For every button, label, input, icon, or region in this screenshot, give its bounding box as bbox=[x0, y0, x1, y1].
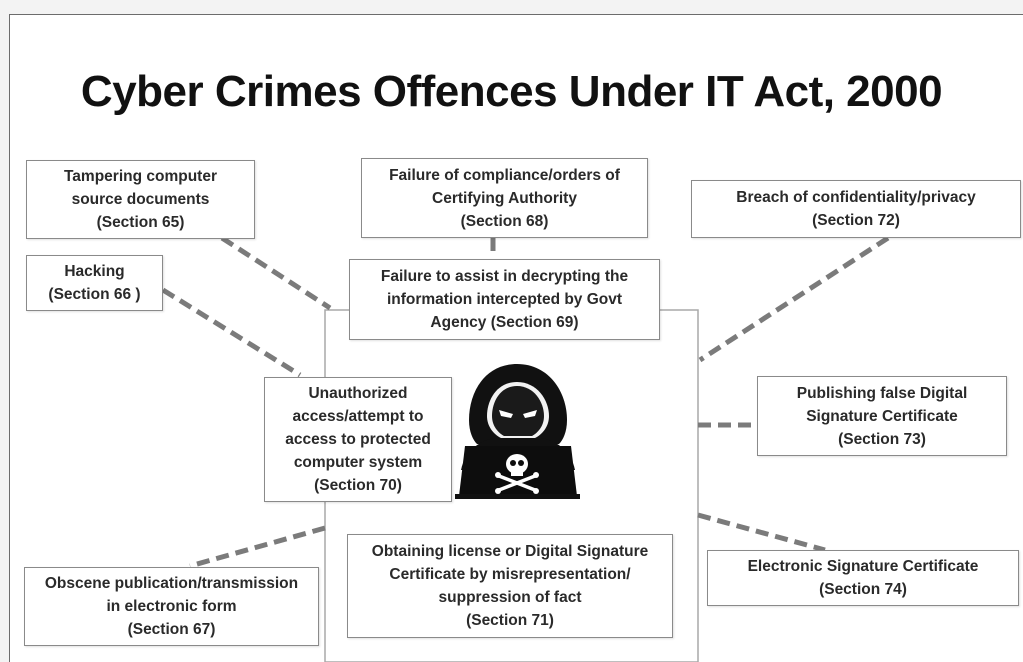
connector-s67 bbox=[189, 525, 326, 569]
box-s70-line4: computer system bbox=[293, 454, 423, 471]
box-s70-section: (Section 70) bbox=[314, 477, 402, 494]
box-s72-section: (Section 72) bbox=[812, 212, 900, 229]
box-section-70: Unauthorized access/attempt to access to… bbox=[264, 377, 452, 502]
box-s68-section: (Section 68) bbox=[460, 212, 549, 230]
connector-s74 bbox=[697, 512, 826, 553]
image-top-edge bbox=[0, 0, 1023, 15]
box-s65-line2: source documents bbox=[71, 191, 210, 208]
connector-s72 bbox=[698, 235, 890, 363]
box-s65-line1: Tampering computer bbox=[63, 168, 217, 185]
box-s70-line3: access to protected bbox=[285, 431, 431, 448]
box-s73-line2: Signature Certificate bbox=[806, 407, 958, 425]
box-s68-line1: Failure of compliance/orders of bbox=[389, 166, 620, 184]
box-s70-line1: Unauthorized bbox=[308, 385, 408, 402]
box-s68-line2: Certifying Authority bbox=[432, 189, 577, 207]
box-s71-line3: suppression of fact bbox=[438, 589, 582, 606]
box-section-71: Obtaining license or Digital Signature C… bbox=[347, 534, 673, 638]
box-s71-section: (Section 71) bbox=[466, 612, 554, 629]
connector-s66 bbox=[161, 287, 302, 378]
box-s70-line2: access/attempt to bbox=[292, 408, 424, 425]
box-s67-line1: Obscene publication/transmission bbox=[44, 575, 299, 592]
box-section-69: Failure to assist in decrypting the info… bbox=[349, 259, 660, 340]
box-s69-line2: information intercepted by Govt bbox=[386, 291, 623, 308]
diagram-title: Cyber Crimes Offences Under IT Act, 2000 bbox=[80, 67, 943, 116]
box-s69-line1: Failure to assist in decrypting the bbox=[380, 268, 629, 285]
box-section-73: Publishing false Digital Signature Certi… bbox=[757, 376, 1007, 456]
box-s72-line1: Breach of confidentiality/privacy bbox=[736, 189, 976, 206]
box-s66-line1: Hacking bbox=[64, 263, 125, 280]
box-section-67: Obscene publication/transmission in elec… bbox=[24, 567, 319, 646]
box-s65-section: (Section 65) bbox=[96, 214, 185, 231]
box-s66-section: (Section 66 ) bbox=[48, 286, 141, 303]
image-left-edge bbox=[0, 14, 10, 662]
connector-s65 bbox=[220, 235, 332, 311]
box-s73-section: (Section 73) bbox=[838, 430, 926, 448]
box-s73-line1: Publishing false Digital bbox=[796, 384, 968, 402]
box-s67-line2: in electronic form bbox=[106, 598, 237, 615]
box-s67-section: (Section 67) bbox=[127, 621, 216, 638]
box-s74-line1: Electronic Signature Certificate bbox=[747, 558, 979, 575]
box-section-68: Failure of compliance/orders of Certifyi… bbox=[361, 158, 648, 238]
hacker-icon bbox=[455, 364, 580, 499]
box-section-65: Tampering computer source documents (Sec… bbox=[26, 160, 255, 239]
box-section-72: Breach of confidentiality/privacy (Secti… bbox=[691, 180, 1021, 238]
box-s74-section: (Section 74) bbox=[819, 581, 907, 598]
box-s69-section: Agency (Section 69) bbox=[430, 314, 579, 331]
box-s71-line2: Certificate by misrepresentation/ bbox=[389, 566, 631, 583]
box-section-66: Hacking (Section 66 ) bbox=[26, 255, 163, 311]
box-section-74: Electronic Signature Certificate (Sectio… bbox=[707, 550, 1019, 606]
box-s71-line1: Obtaining license or Digital Signature bbox=[371, 543, 649, 560]
